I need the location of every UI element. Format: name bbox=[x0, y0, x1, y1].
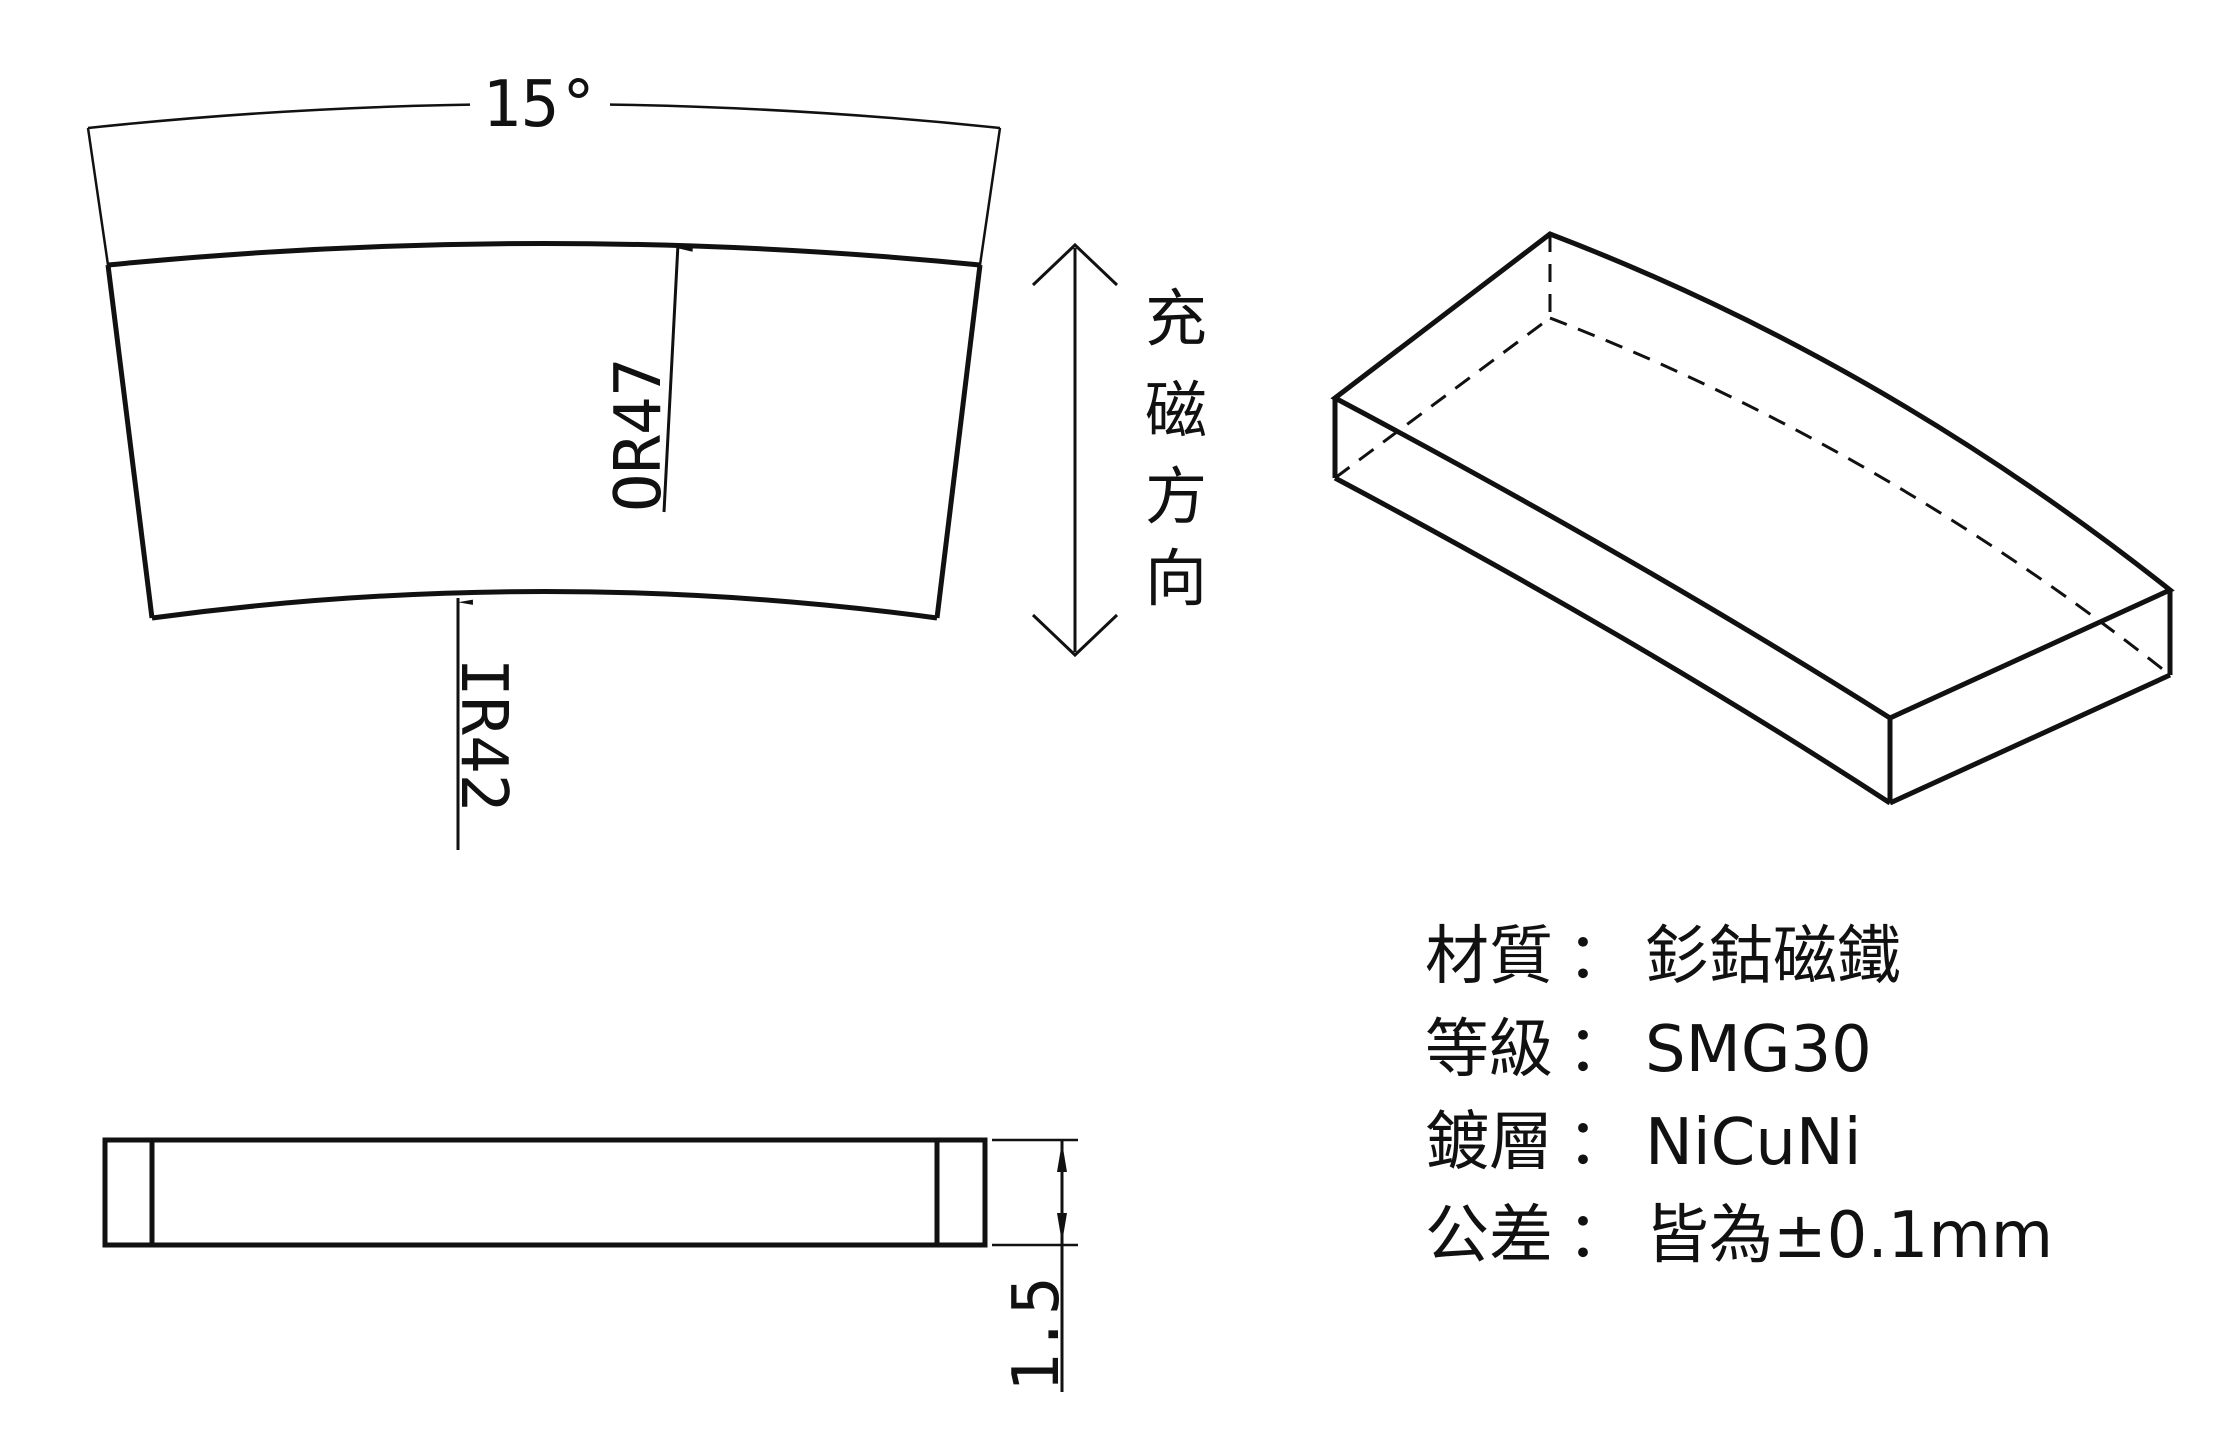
spec-grade-label: 等級 bbox=[1425, 1013, 1553, 1087]
front-view: 15° OR47 IR42 bbox=[86, 60, 1002, 850]
spec-tolerance-label: 公差 bbox=[1425, 1199, 1553, 1273]
spec-coating-label: 鍍層 bbox=[1425, 1106, 1553, 1180]
thickness-arrow-bottom bbox=[1057, 1213, 1067, 1243]
magnet-outer-edge bbox=[107, 241, 981, 268]
iso-top-face bbox=[1330, 231, 2175, 721]
thickness-arrow-top bbox=[1057, 1142, 1067, 1172]
spec-tolerance-value: 皆為±0.1mm bbox=[1645, 1199, 2054, 1273]
inner-radius-label: IR42 bbox=[446, 658, 520, 812]
magnetization-arrow-top-head bbox=[1031, 242, 1119, 287]
spec-coating-separator: ： bbox=[1567, 1106, 1631, 1180]
spec-tolerance-separator: ： bbox=[1567, 1199, 1631, 1273]
magnetization-char-3: 方 bbox=[1145, 460, 1207, 533]
outer-radius-label: OR47 bbox=[602, 358, 676, 512]
iso-hidden-back-curve bbox=[1549, 316, 2171, 677]
spec-material: 材質：釤鈷磁鐵 bbox=[1425, 925, 1901, 989]
spec-coating-value: NiCuNi bbox=[1645, 1106, 1862, 1180]
spec-material-label: 材質 bbox=[1425, 920, 1553, 994]
magnetization-direction: 充 磁 方 向 bbox=[1031, 242, 1207, 658]
iso-hidden-back-left bbox=[1334, 316, 1551, 480]
magnetization-char-1: 充 bbox=[1145, 282, 1207, 355]
spec-grade-value: SMG30 bbox=[1645, 1013, 1872, 1087]
spec-tolerance: 公差：皆為±0.1mm bbox=[1425, 1204, 2053, 1268]
thickness-label: 1.5 bbox=[1000, 1276, 1074, 1392]
outer-radius-leader bbox=[662, 243, 693, 513]
angle-label: 15° bbox=[482, 68, 598, 142]
side-view-outline bbox=[102, 1137, 988, 1248]
isometric-view bbox=[1330, 231, 2175, 806]
magnet-left-edge bbox=[105, 264, 155, 619]
spec-coating: 鍍層：NiCuNi bbox=[1425, 1111, 1862, 1175]
magnetization-char-4: 向 bbox=[1145, 542, 1207, 615]
extension-line-left bbox=[86, 127, 110, 266]
extension-line-right bbox=[978, 127, 1002, 266]
spec-material-value: 釤鈷磁鐵 bbox=[1645, 920, 1901, 994]
side-view bbox=[102, 1137, 1078, 1392]
iso-end-bottom-edge bbox=[1888, 672, 2172, 806]
magnet-right-edge bbox=[934, 264, 983, 619]
magnetization-arrow-bottom-head bbox=[1031, 613, 1119, 658]
iso-front-bottom-edge bbox=[1333, 475, 1892, 806]
spec-grade-separator: ： bbox=[1567, 1013, 1631, 1087]
magnet-inner-edge bbox=[151, 589, 938, 621]
spec-material-separator: ： bbox=[1567, 920, 1631, 994]
magnetization-char-2: 磁 bbox=[1145, 374, 1207, 447]
spec-grade: 等級：SMG30 bbox=[1425, 1018, 1872, 1082]
